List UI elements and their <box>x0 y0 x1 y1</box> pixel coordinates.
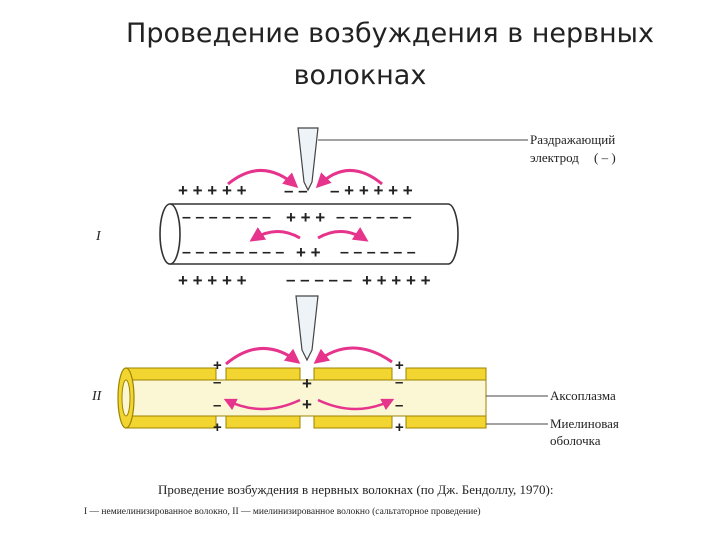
unmyelinated-fiber <box>159 203 459 265</box>
stimulating-electrode-bottom <box>295 295 319 362</box>
slide-title-line-2: волокнах <box>293 60 427 91</box>
svg-text:+: + <box>395 357 404 374</box>
svg-text:+ +: + + <box>296 243 321 262</box>
axoplasm-label: Аксоплазма <box>550 388 616 403</box>
fiber1-outer-charges-bottom: + + + + + – – – – – + + + + + <box>178 270 431 290</box>
electrode-sign: ( – ) <box>594 150 616 165</box>
fiber1-inner-charges: – – – – – – – + + + – – – – – – – – – – … <box>182 208 416 262</box>
svg-text:– – – – – – –: – – – – – – – <box>182 209 271 226</box>
fiber1-outer-charges-top: + + + + + – – – + + + + + <box>178 181 413 200</box>
current-arrow-upper-right <box>315 169 383 189</box>
svg-text:–: – <box>395 397 403 414</box>
svg-text:+: + <box>213 419 222 436</box>
svg-text:+: + <box>395 419 404 436</box>
svg-text:+ + +: + + + <box>286 208 325 227</box>
fiber2-label: II <box>91 389 103 404</box>
svg-text:+ + + + +: + + + + + <box>178 271 247 290</box>
fiber1-label: I <box>95 229 102 244</box>
slide-title-line-1: Проведение возбуждения в нервных <box>126 18 654 49</box>
svg-text:+ + + + +: + + + + + <box>362 271 431 290</box>
myelinated-fiber <box>117 367 487 429</box>
electrode-label-line-1: Раздражающий <box>530 132 615 147</box>
current-arrow-upper-left <box>227 169 299 188</box>
saltatory-arrow-upper-right <box>313 346 393 364</box>
saltatory-arrow-inner-left <box>223 398 301 411</box>
saltatory-arrow-inner-right <box>317 398 395 411</box>
svg-text:– – – – –: – – – – – <box>286 270 352 289</box>
fiber2-node-charges: + – – + + + + – – + <box>213 357 404 436</box>
svg-text:– + + + + +: – + + + + + <box>330 181 413 200</box>
svg-text:–: – <box>395 374 403 391</box>
figure-caption-line-2: I — немиелинизированное волокно, II — ми… <box>84 506 481 517</box>
svg-text:– – – – – –: – – – – – – <box>340 244 416 261</box>
svg-text:+ + + + +: + + + + + <box>178 181 247 200</box>
svg-text:– –: – – <box>284 181 308 200</box>
electrode-label-line-2: электрод <box>530 150 579 165</box>
svg-text:– – – – – –: – – – – – – <box>336 209 412 226</box>
svg-text:–: – <box>213 397 221 414</box>
current-arrow-inner-right <box>317 227 369 242</box>
stimulating-electrode-top <box>297 127 319 192</box>
svg-text:+: + <box>302 374 312 393</box>
myelin-label-line-2: оболочка <box>550 433 601 448</box>
svg-text:+: + <box>213 357 222 374</box>
myelin-label-line-1: Миелиновая <box>550 416 619 431</box>
current-arrow-inner-left <box>249 227 301 242</box>
svg-text:–: – <box>213 374 221 391</box>
figure-caption-line-1: Проведение возбуждения в нервных волокна… <box>158 482 554 497</box>
svg-text:+: + <box>302 395 312 414</box>
saltatory-arrow-upper-left <box>225 347 301 366</box>
svg-text:– – – – – – – –: – – – – – – – – <box>182 244 284 261</box>
